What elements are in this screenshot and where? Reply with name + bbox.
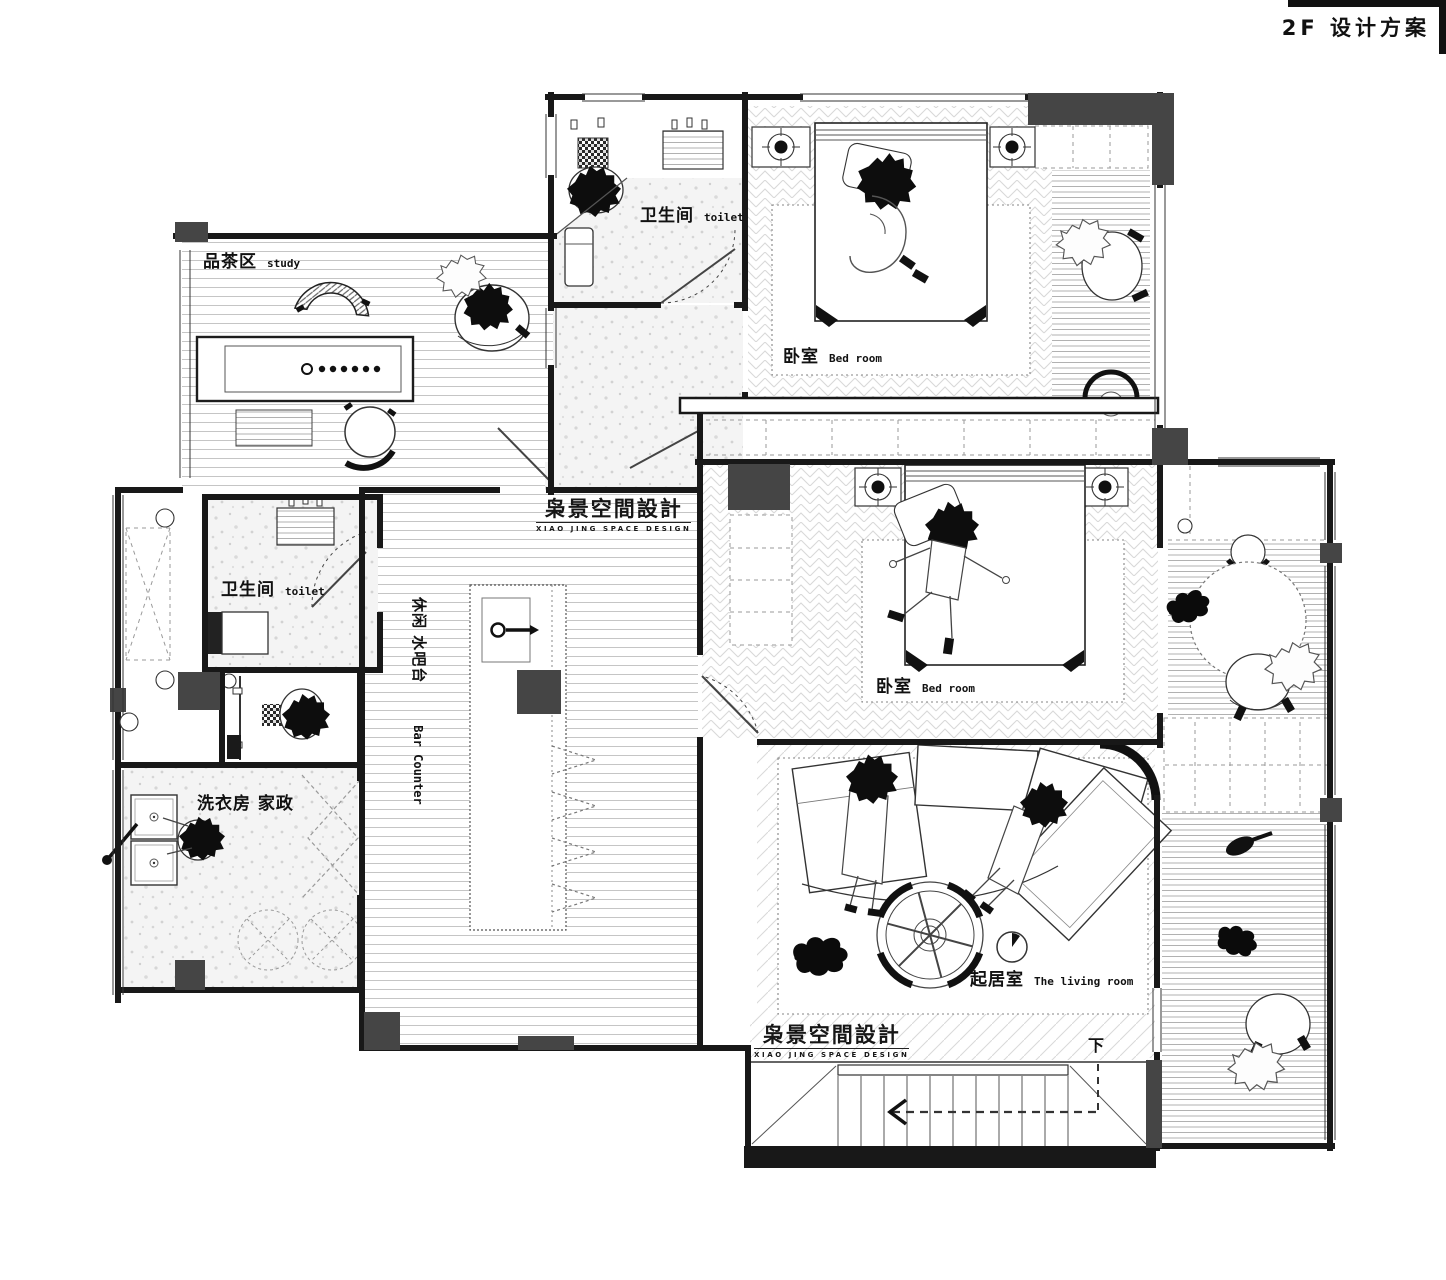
label-stairs-down: 下 bbox=[1088, 1036, 1105, 1055]
bedroom-top-furniture bbox=[751, 122, 1149, 417]
label-toilet-left-en: toilet bbox=[285, 585, 325, 598]
tea-armchair bbox=[293, 281, 370, 317]
stool bbox=[344, 406, 396, 458]
label-bedroom-mid-cn: 卧室 bbox=[876, 677, 912, 697]
label-bar-counter: 休闲 水吧台 Bar Counter bbox=[409, 597, 430, 805]
wall-band bbox=[678, 396, 1160, 415]
bar-appliance bbox=[517, 670, 561, 714]
toilet-left-fixtures bbox=[204, 495, 335, 655]
wall-piers bbox=[110, 93, 1342, 1148]
label-bedroom-top-en: Bed room bbox=[829, 352, 882, 365]
bedroom-mid-furniture bbox=[854, 464, 1129, 672]
label-study-cn: 品茶区 bbox=[203, 252, 257, 272]
page-title: 2F 设计方案 bbox=[1281, 16, 1430, 40]
person-sofa-left bbox=[841, 754, 898, 917]
bar-counter-island bbox=[469, 584, 598, 931]
vanity-room bbox=[221, 673, 330, 760]
walls bbox=[115, 92, 1335, 1151]
laundry-room bbox=[102, 774, 363, 971]
corridor-guides bbox=[125, 125, 1329, 813]
doors bbox=[311, 228, 759, 734]
label-living-cn: 起居室 bbox=[970, 970, 1024, 990]
shower bbox=[276, 507, 335, 546]
brand-logo-1: 枭景空間設計 XIAO JING SPACE DESIGN bbox=[536, 496, 692, 533]
label-bedroom-mid-en: Bed room bbox=[922, 682, 975, 695]
label-study: 品茶区 study bbox=[203, 247, 300, 272]
brand-logo-en: XIAO JING SPACE DESIGN bbox=[536, 522, 692, 533]
label-laundry-cn: 洗衣房 家政 bbox=[197, 794, 294, 814]
label-bar-counter-cn: 休闲 水吧台 bbox=[410, 597, 428, 684]
brand-logo-2: 枭景空間設計 XIAO JING SPACE DESIGN bbox=[754, 1022, 910, 1059]
label-living-en: The living room bbox=[1034, 975, 1134, 988]
label-bedroom-top-cn: 卧室 bbox=[783, 347, 819, 367]
label-laundry: 洗衣房 家政 bbox=[197, 789, 294, 814]
stairs-arrow bbox=[887, 1098, 908, 1126]
label-toilet-left: 卫生间 toilet bbox=[221, 575, 325, 600]
stairs bbox=[750, 1061, 1148, 1146]
windows bbox=[112, 93, 1336, 1140]
label-study-en: study bbox=[267, 257, 301, 270]
living-room-furniture bbox=[791, 739, 1173, 989]
label-toilet-top-cn: 卫生间 bbox=[640, 206, 694, 226]
brand-logo-en: XIAO JING SPACE DESIGN bbox=[754, 1048, 910, 1059]
label-living: 起居室 The living room bbox=[970, 965, 1133, 990]
label-bar-counter-en: Bar Counter bbox=[411, 725, 425, 805]
label-toilet-top-en: toilet bbox=[704, 211, 744, 224]
toilet-top-fixtures bbox=[552, 117, 724, 287]
shower bbox=[662, 130, 724, 170]
toilet-fixture bbox=[564, 227, 594, 287]
study-furniture bbox=[195, 254, 531, 471]
brand-logo-cn: 枭景空間設計 bbox=[544, 496, 683, 521]
brand-logo-cn: 枭景空間設計 bbox=[762, 1022, 901, 1047]
label-bedroom-mid: 卧室 Bed room bbox=[876, 672, 975, 697]
toilet-fixture bbox=[221, 611, 269, 655]
wheel-coffee-table bbox=[876, 881, 984, 989]
balcony bbox=[1163, 518, 1323, 1092]
label-toilet-left-cn: 卫生间 bbox=[221, 580, 275, 600]
label-bedroom-top: 卧室 Bed room bbox=[783, 342, 882, 367]
label-toilet-top: 卫生间 toilet bbox=[640, 201, 744, 226]
stairs-bottom-wall bbox=[744, 1146, 1156, 1168]
title-frame bbox=[1288, 0, 1446, 54]
